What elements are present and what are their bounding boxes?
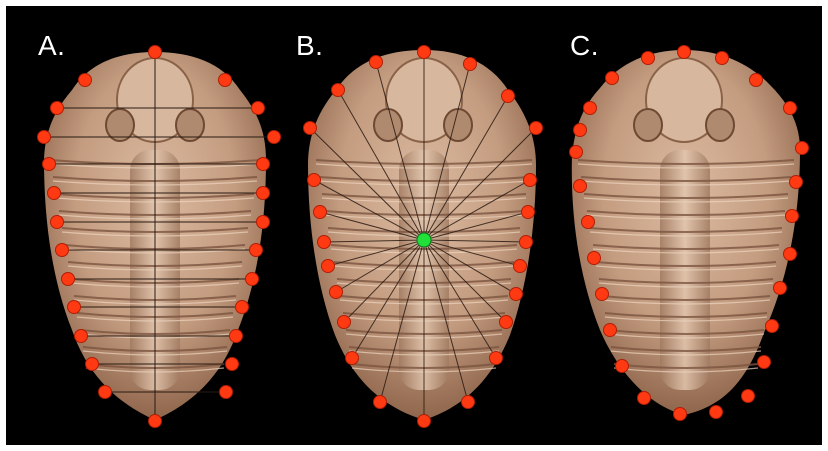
landmark-point	[750, 74, 763, 87]
landmark-point	[716, 52, 729, 65]
trilobite-panel-c	[570, 46, 809, 421]
landmark-point	[51, 102, 64, 115]
landmark-point	[257, 187, 270, 200]
left-eye	[106, 109, 134, 141]
landmark-point	[75, 330, 88, 343]
landmark-point	[220, 386, 233, 399]
landmark-point	[766, 320, 779, 333]
landmark-point	[588, 252, 601, 265]
landmark-point	[774, 282, 787, 295]
landmark-point	[604, 324, 617, 337]
landmark-point	[68, 301, 81, 314]
landmark-point	[79, 74, 92, 87]
landmark-point	[758, 356, 771, 369]
landmark-point	[250, 244, 263, 257]
landmark-point	[308, 174, 321, 187]
landmark-point	[226, 358, 239, 371]
landmark-point	[784, 102, 797, 115]
landmark-point	[464, 58, 477, 71]
panel-label-c: C.	[570, 30, 599, 62]
landmark-point	[710, 406, 723, 419]
landmark-point	[596, 288, 609, 301]
landmark-point	[786, 210, 799, 223]
landmark-point	[584, 102, 597, 115]
landmark-point	[574, 180, 587, 193]
landmark-point	[790, 176, 803, 189]
landmark-point	[678, 46, 691, 59]
landmark-point	[502, 90, 515, 103]
landmark-point	[370, 56, 383, 69]
landmark-point	[338, 316, 351, 329]
landmark-point	[246, 273, 259, 286]
landmark-point	[62, 273, 75, 286]
landmark-point	[462, 396, 475, 409]
landmark-point	[51, 216, 64, 229]
landmark-point	[616, 360, 629, 373]
panel-label-a: A.	[38, 30, 65, 62]
landmark-point	[784, 248, 797, 261]
right-eye	[444, 109, 472, 141]
landmark-point	[530, 122, 543, 135]
landmark-point	[149, 46, 162, 59]
landmark-point	[38, 131, 51, 144]
landmark-point	[304, 122, 317, 135]
landmark-point	[500, 316, 513, 329]
landmark-point	[330, 286, 343, 299]
right-eye	[706, 109, 734, 141]
landmark-point	[574, 124, 587, 137]
landmark-point	[86, 358, 99, 371]
landmark-point	[314, 206, 327, 219]
landmark-point	[418, 46, 431, 59]
trilobite-panel-a	[38, 46, 281, 428]
landmark-point	[582, 216, 595, 229]
landmark-point	[674, 408, 687, 421]
left-eye	[634, 109, 662, 141]
landmark-point	[418, 415, 431, 428]
landmark-point	[522, 206, 535, 219]
landmark-point	[332, 84, 345, 97]
landmark-point	[514, 260, 527, 273]
landmark-point	[48, 187, 61, 200]
landmark-point	[43, 158, 56, 171]
panel-label-b: B.	[296, 30, 323, 62]
left-eye	[374, 109, 402, 141]
center-landmark	[417, 233, 431, 247]
landmark-point	[257, 158, 270, 171]
landmark-point	[236, 301, 249, 314]
landmark-point	[570, 146, 583, 159]
landmark-point	[252, 102, 265, 115]
landmark-point	[520, 236, 533, 249]
right-eye	[176, 109, 204, 141]
landmark-point	[374, 396, 387, 409]
landmark-point	[322, 260, 335, 273]
trilobite-panel-b	[304, 46, 543, 428]
landmark-point	[257, 216, 270, 229]
landmark-point	[638, 392, 651, 405]
landmark-point	[524, 174, 537, 187]
landmark-point	[742, 390, 755, 403]
landmark-point	[490, 352, 503, 365]
landmark-point	[510, 288, 523, 301]
landmark-point	[219, 74, 232, 87]
landmark-point	[99, 386, 112, 399]
landmark-point	[346, 352, 359, 365]
landmark-point	[642, 52, 655, 65]
landmark-point	[606, 72, 619, 85]
landmark-point	[56, 244, 69, 257]
landmark-point	[796, 142, 809, 155]
landmark-point	[149, 415, 162, 428]
landmark-point	[318, 236, 331, 249]
landmark-point	[230, 330, 243, 343]
landmark-point	[268, 131, 281, 144]
